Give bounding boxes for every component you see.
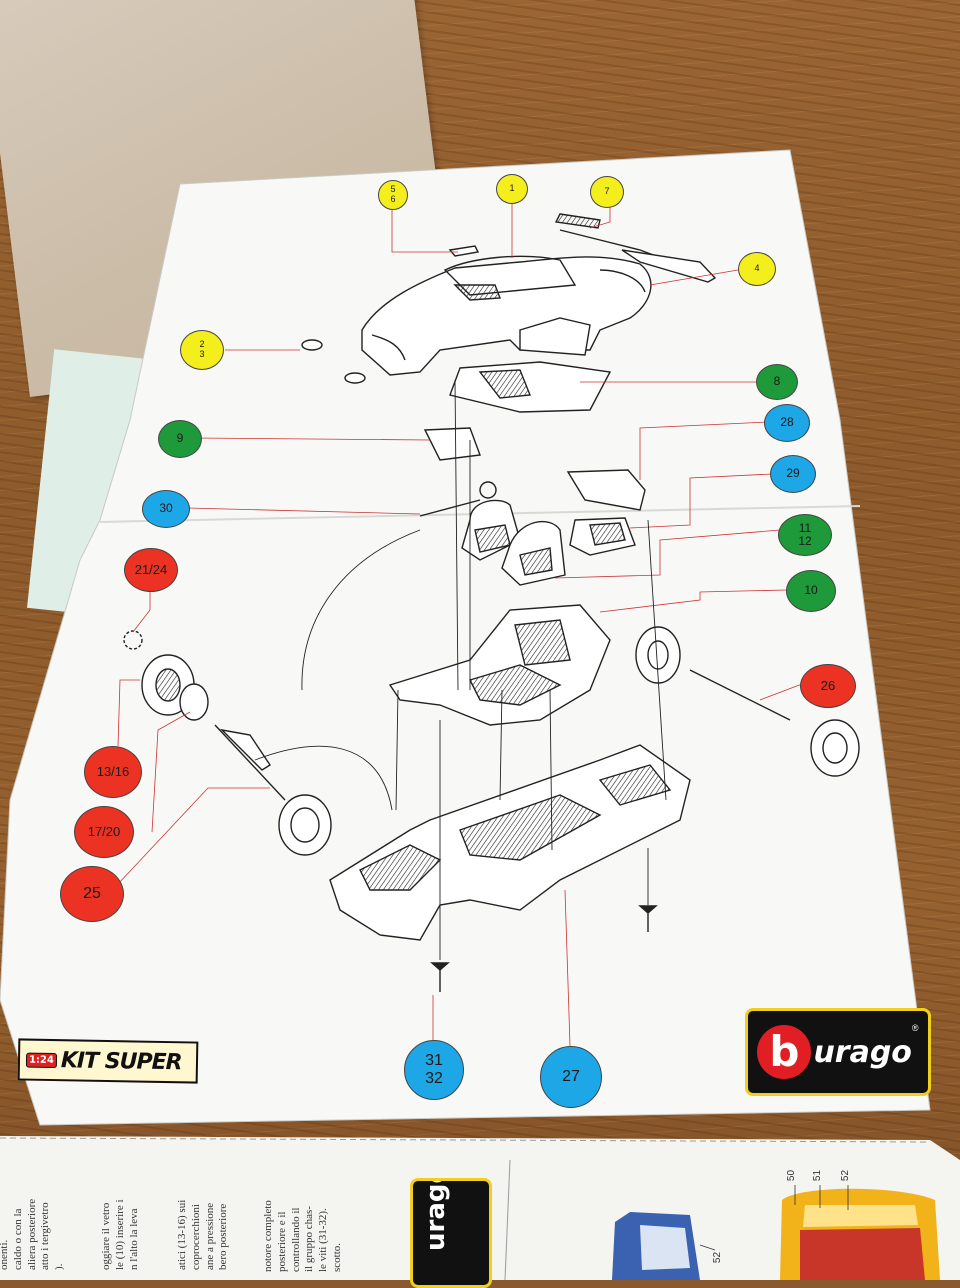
callout-1: 1 — [496, 174, 528, 204]
part-number-51: 51 — [812, 1169, 824, 1182]
callout-27: 27 — [540, 1046, 602, 1108]
callout-30: 30 — [142, 490, 190, 528]
callout-13-16: 13/16 — [84, 746, 142, 798]
callout-28: 28 — [764, 404, 810, 442]
spoiler-drawing — [621, 249, 717, 283]
callout-25: 25 — [60, 866, 124, 922]
burago-logo: b urago ® — [745, 1008, 931, 1096]
part-number-52-thumb: 52 — [712, 1251, 724, 1264]
car-body-drawing — [361, 229, 701, 376]
callout-10: 10 — [786, 570, 836, 612]
part-number-52: 52 — [840, 1169, 852, 1182]
callout-9: 9 — [158, 420, 202, 458]
callout-7: 7 — [590, 176, 624, 208]
callout-29: 29 — [770, 455, 816, 493]
part-number-50: 50 — [786, 1169, 798, 1182]
callout-4: 4 — [738, 252, 776, 286]
callout-21-24: 21/24 — [124, 548, 178, 592]
callout-17-20: 17/20 — [74, 806, 134, 858]
callout-8: 8 — [756, 364, 798, 400]
callout-26: 26 — [800, 664, 856, 708]
screw-drawings — [430, 905, 658, 992]
wiper-drawing — [554, 213, 601, 229]
